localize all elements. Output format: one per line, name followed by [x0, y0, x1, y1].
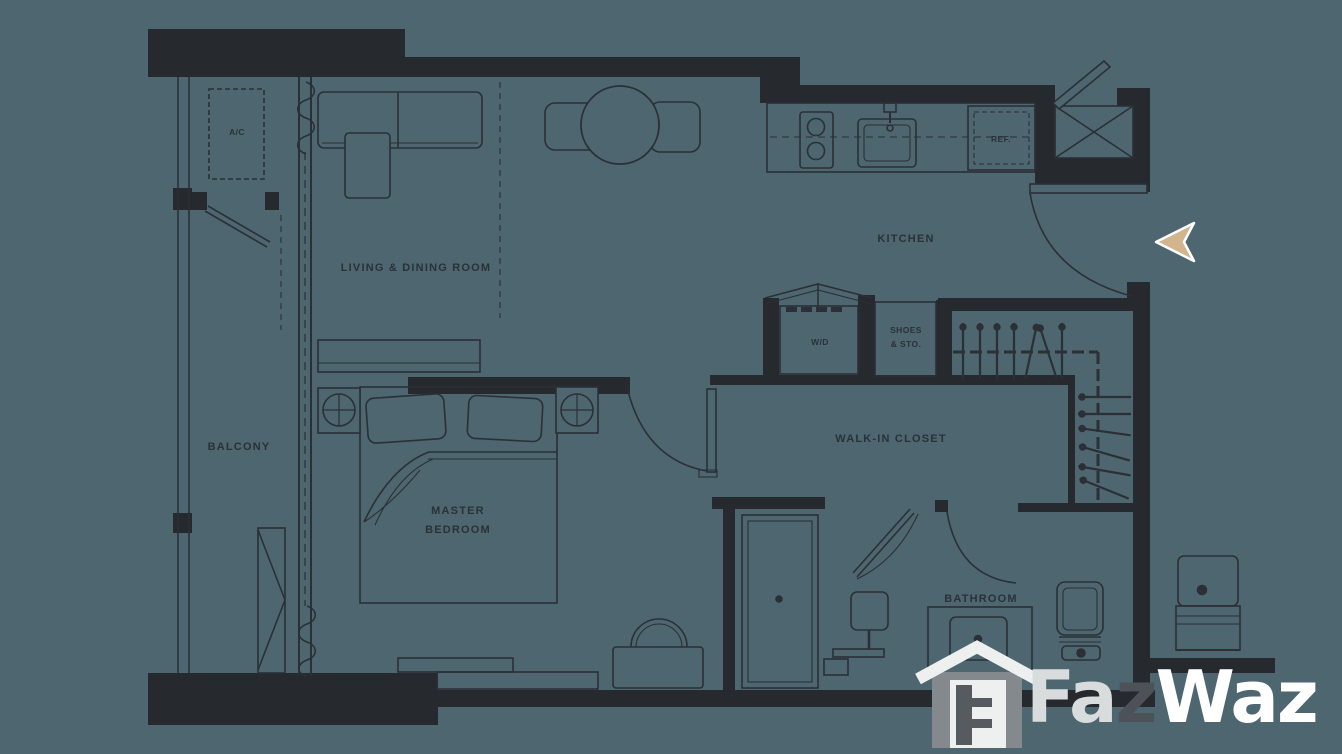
washer-dryer — [779, 305, 859, 375]
sliding-door-panel — [741, 514, 819, 689]
bathroom-sink — [949, 616, 1008, 661]
sideboard — [317, 339, 481, 373]
wd-label: W/D — [811, 337, 829, 347]
entrance-structure — [1029, 59, 1148, 297]
entrance-arrow-group — [1154, 221, 1196, 263]
room-labels: BALCONY LIVING & DINING ROOM KITCHEN MAS… — [208, 127, 1018, 605]
curtain-bottom — [297, 605, 317, 677]
sofa — [317, 91, 483, 149]
bathroom-label: BATHROOM — [944, 593, 1018, 605]
kitchen-fixtures — [766, 102, 1036, 173]
pillow — [466, 394, 544, 443]
adjacent-fixture — [1175, 555, 1241, 651]
logo-text: FazWaz — [1026, 655, 1317, 739]
wd-shoes-unit — [764, 283, 937, 377]
living-room-furniture — [317, 82, 701, 373]
master-bedroom-label2: BEDROOM — [425, 524, 491, 536]
ref-label: REF. — [991, 134, 1011, 144]
pillow — [365, 393, 447, 444]
low-cabinet — [436, 671, 599, 690]
closet-rails — [953, 323, 1131, 503]
balcony-label: BALCONY — [208, 441, 271, 453]
living-dining-label: LIVING & DINING ROOM — [341, 262, 492, 274]
entrance-door-arc — [1029, 192, 1132, 297]
bed-fold — [363, 451, 430, 523]
entrance-door-leaf — [1029, 183, 1148, 194]
kitchen-sink — [857, 118, 917, 168]
kitchen-label: KITCHEN — [877, 233, 934, 245]
master-bedroom-label: MASTER — [431, 505, 485, 517]
logo-house-door — [956, 685, 992, 745]
bedroom-chair — [612, 646, 704, 689]
refrigerator — [967, 105, 1036, 171]
shoes-storage — [874, 301, 937, 377]
bathroom-fixtures — [823, 508, 1241, 678]
floor-drain — [823, 658, 849, 676]
curtain-top — [296, 81, 316, 155]
walk-in-closet-label: WALK-IN CLOSET — [835, 433, 947, 445]
dining-table — [580, 85, 660, 165]
linework — [177, 59, 1241, 690]
balcony-structure — [177, 77, 317, 677]
shower-door-leaf — [856, 512, 915, 578]
bed — [359, 386, 558, 604]
bedroom-door-leaf — [706, 388, 717, 473]
hangers-top — [959, 323, 1066, 379]
shoes-label2: & STO. — [891, 339, 922, 349]
logo-house-roof — [915, 640, 1039, 685]
entrance-arrow-icon — [1154, 221, 1196, 263]
balcony-door-leaf — [204, 210, 268, 248]
walls — [148, 29, 1275, 725]
logo-text-seg2: z — [1116, 655, 1156, 739]
bedroom-furniture — [317, 386, 819, 690]
toilet — [1056, 581, 1104, 636]
ac-label: A/C — [229, 127, 245, 137]
watermark-logo: FazWaz — [915, 640, 1319, 748]
bedroom-door-arc — [627, 390, 708, 472]
hangers-side — [1078, 393, 1131, 500]
sofa-chaise — [344, 132, 391, 199]
ac-unit — [208, 88, 265, 180]
shower-base — [832, 648, 885, 658]
stove — [799, 111, 834, 169]
shoes-label: SHOES — [890, 325, 922, 335]
logo-text-seg1: Fa — [1026, 655, 1116, 739]
bathroom-door-arc — [946, 511, 1017, 584]
door-handle — [775, 595, 783, 603]
logo-text-seg3: Waz — [1155, 655, 1316, 739]
